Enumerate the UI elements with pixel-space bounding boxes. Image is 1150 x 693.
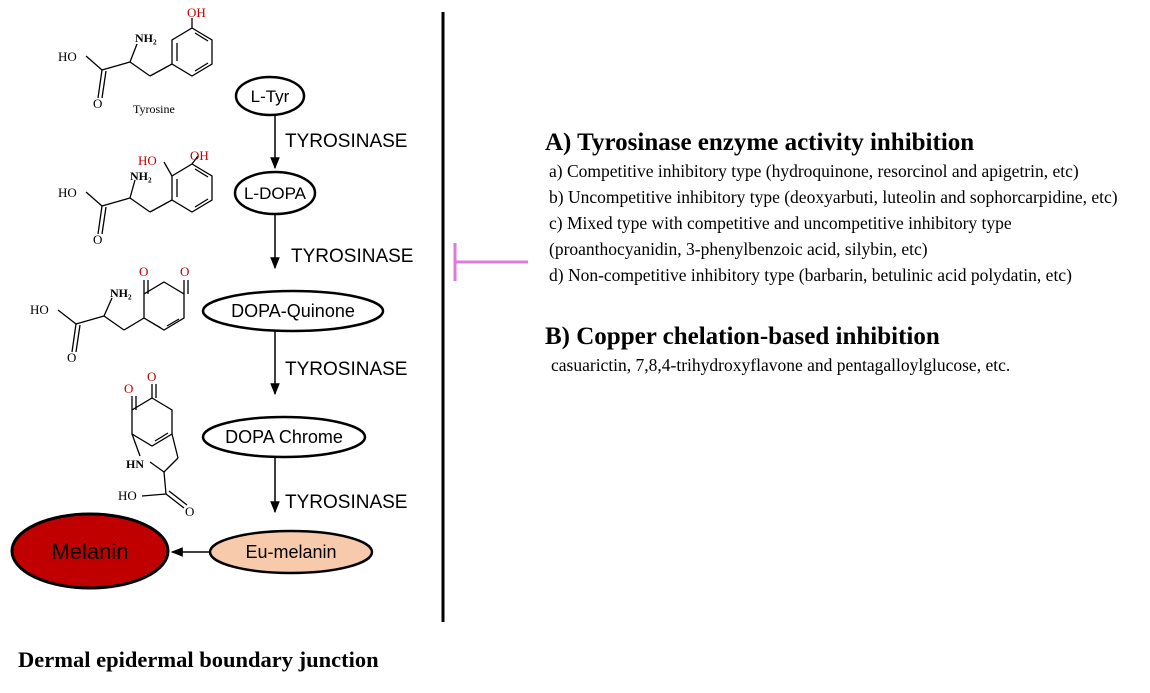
dopachrome-ho-label: HO xyxy=(118,488,137,503)
section-a-item-d: d) Non-competitive inhibitory type (barb… xyxy=(549,265,1072,285)
svg-text:Eu-melanin: Eu-melanin xyxy=(245,542,336,562)
svg-text:DOPA Chrome: DOPA Chrome xyxy=(225,427,343,447)
section-a-item-a: a) Competitive inhibitory type (hydroqui… xyxy=(549,161,1079,181)
section-b-title: B) Copper chelation-based inhibition xyxy=(545,323,940,350)
dopachrome-o-label: O xyxy=(185,504,194,519)
tyrosine-oh-label: OH xyxy=(187,5,206,20)
node-ltyr: L-Tyr xyxy=(234,75,306,117)
svg-text:DOPA-Quinone: DOPA-Quinone xyxy=(231,301,355,321)
quinone-o-label: O xyxy=(67,350,76,365)
node-eumelanin: Eu-melanin xyxy=(208,529,374,575)
ldopa-oh-label: OH xyxy=(190,148,209,163)
enzyme-label-1: TYROSINASE xyxy=(285,131,407,152)
dopachrome-o2-label: O xyxy=(147,369,156,384)
dopachrome-hn-label: HN xyxy=(126,457,144,471)
quinone-structure xyxy=(57,280,189,353)
tyrosine-name-label: Tyrosine xyxy=(133,102,175,116)
section-b-text: casuarictin, 7,8,4-trihydroxyflavone and… xyxy=(551,355,1011,375)
ldopa-structure xyxy=(85,155,213,235)
section-a-title: A) Tyrosinase enzyme activity inhibition xyxy=(545,129,975,156)
tyrosine-ho-label: HO xyxy=(58,49,77,64)
tyrosine-structure xyxy=(85,18,213,99)
quinone-o2-label: O xyxy=(180,264,189,279)
node-dopa-quinone: DOPA-Quinone xyxy=(201,289,385,333)
inhibition-marker xyxy=(453,243,528,281)
section-b: B) Copper chelation-based inhibition cas… xyxy=(545,322,1135,378)
dopachrome-o1-label: O xyxy=(124,381,133,396)
svg-text:L-Tyr: L-Tyr xyxy=(251,87,290,106)
svg-text:L-DOPA: L-DOPA xyxy=(244,184,307,203)
section-a: A) Tyrosinase enzyme activity inhibition… xyxy=(545,128,1135,288)
svg-text:Melanin: Melanin xyxy=(51,539,128,564)
enzyme-label-2: TYROSINASE xyxy=(291,246,413,267)
ldopa-ho-ring-label: HO xyxy=(138,153,157,168)
pathway-arrows xyxy=(170,116,280,557)
footer-label: Dermal epidermal boundary junction xyxy=(18,647,379,672)
quinone-nh2-label: NH₂ xyxy=(110,286,132,300)
dopachrome-structure xyxy=(131,384,188,509)
quinone-o1-label: O xyxy=(139,264,148,279)
section-a-item-c: c) Mixed type with competitive and uncom… xyxy=(549,213,1012,259)
tyrosine-o-label: O xyxy=(93,96,102,111)
node-melanin: Melanin xyxy=(10,512,170,590)
ldopa-o-label: O xyxy=(93,232,102,247)
enzyme-label-3: TYROSINASE xyxy=(285,359,407,380)
node-ldopa: L-DOPA xyxy=(233,170,317,216)
section-a-item-b: b) Uncompetitive inhibitory type (deoxya… xyxy=(549,187,1118,207)
ldopa-ho-label: HO xyxy=(58,185,77,200)
ldopa-nh2-label: NH₂ xyxy=(130,169,152,183)
quinone-ho-label: HO xyxy=(30,302,49,317)
inhibition-panel: A) Tyrosinase enzyme activity inhibition… xyxy=(545,128,1135,378)
node-dopa-chrome: DOPA Chrome xyxy=(201,415,367,459)
enzyme-label-4: TYROSINASE xyxy=(285,492,407,513)
tyrosine-nh2-label: NH₂ xyxy=(135,31,157,45)
